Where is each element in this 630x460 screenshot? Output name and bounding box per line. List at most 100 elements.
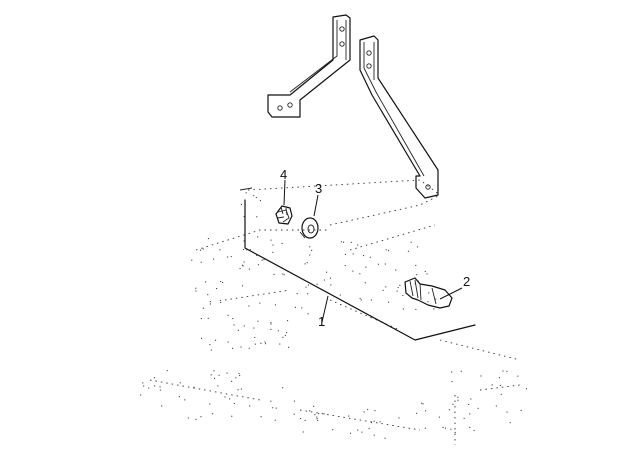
speckle-dot	[274, 419, 276, 421]
speckle-dot	[232, 318, 234, 320]
speckle-dot	[370, 299, 372, 301]
callout-3: 3	[315, 181, 322, 196]
speckle-dot	[473, 429, 475, 431]
speckle-dot	[140, 394, 142, 396]
speckle-dot	[233, 324, 235, 326]
speckle-dot	[242, 285, 244, 287]
speckle-dot	[384, 263, 386, 265]
speckle-dot	[224, 396, 226, 398]
speckle-dot	[209, 403, 211, 405]
speckle-dot	[154, 385, 156, 387]
speckle-dot	[318, 413, 320, 415]
speckle-dot	[415, 264, 417, 266]
speckle-dot	[210, 349, 212, 351]
speckle-dot	[359, 298, 361, 300]
speckle-dot	[209, 344, 211, 346]
speckle-dot	[442, 426, 444, 428]
nut	[275, 205, 293, 225]
speckle-dot	[287, 320, 289, 322]
speckle-dot	[226, 372, 228, 374]
speckle-dot	[323, 413, 325, 415]
speckle-dot	[388, 301, 390, 303]
speckle-dot	[253, 327, 255, 329]
speckle-dot	[395, 269, 397, 271]
speckle-dot	[424, 427, 426, 429]
speckle-dot	[373, 434, 375, 436]
speckle-dot	[398, 417, 400, 419]
speckle-dot	[243, 216, 245, 218]
speckle-dot	[143, 385, 145, 387]
speckle-dot	[274, 304, 276, 306]
speckle-dot	[202, 307, 204, 309]
speckle-dot	[264, 341, 266, 343]
washer	[299, 217, 319, 239]
background-speckles	[140, 192, 527, 439]
speckle-dot	[195, 287, 197, 289]
speckle-dot	[272, 407, 274, 409]
speckle-dot	[270, 400, 272, 402]
speckle-dot	[293, 413, 295, 415]
speckle-dot	[191, 259, 193, 261]
speckle-dot	[427, 301, 429, 303]
speckle-dot	[506, 411, 508, 413]
speckle-dot	[200, 318, 202, 320]
speckle-dot	[363, 411, 365, 413]
speckle-dot	[254, 336, 256, 338]
speckle-dot	[373, 420, 375, 422]
speckle-dot	[213, 258, 215, 260]
speckle-dot	[230, 256, 232, 258]
speckle-dot	[399, 284, 401, 286]
speckle-dot	[296, 293, 298, 295]
speckle-dot	[256, 216, 258, 218]
speckle-dot	[304, 419, 306, 421]
speckle-dot	[457, 399, 459, 401]
speckle-dot	[509, 422, 511, 424]
speckle-dot	[495, 405, 497, 407]
speckle-dot	[396, 290, 398, 292]
speckle-dot	[282, 387, 284, 389]
speckle-dot	[309, 410, 311, 412]
speckle-dot	[242, 249, 244, 251]
speckle-dot	[317, 419, 319, 421]
speckle-dot	[499, 384, 501, 386]
speckle-dot	[311, 249, 313, 251]
speckle-dot	[260, 416, 262, 418]
speckle-dot	[231, 415, 233, 417]
speckle-dot	[284, 334, 286, 336]
speckle-dot	[216, 288, 218, 290]
speckle-dot	[470, 398, 472, 400]
speckle-dot	[261, 259, 263, 261]
speckle-dot	[416, 412, 418, 414]
speckle-dot	[448, 409, 450, 411]
speckle-dot	[270, 239, 272, 241]
speckle-dot	[239, 375, 241, 377]
speckle-dot	[367, 409, 369, 411]
speckle-dot	[417, 246, 419, 248]
speckle-dot	[200, 416, 202, 418]
speckle-dot	[229, 398, 231, 400]
speckle-dot	[326, 271, 328, 273]
speckle-dot	[309, 254, 311, 256]
speckle-dot	[363, 255, 365, 257]
speckle-dot	[213, 370, 215, 372]
speckle-dot	[237, 389, 239, 391]
speckle-dot	[257, 320, 259, 322]
speckle-dot	[281, 242, 283, 244]
speckle-dot	[451, 371, 453, 373]
speckle-dot	[246, 249, 248, 251]
speckle-dot	[344, 253, 346, 255]
speckle-dot	[282, 336, 284, 338]
speckle-dot	[205, 281, 207, 283]
speckle-dot	[270, 323, 272, 325]
speckle-dot	[231, 380, 233, 382]
speckle-dot	[445, 427, 447, 429]
speckle-dot	[330, 284, 332, 286]
speckle-dot	[369, 256, 371, 258]
speckle-dot	[249, 405, 251, 407]
speckle-dot	[240, 204, 242, 206]
speckle-dot	[368, 428, 370, 430]
speckle-dot	[410, 241, 412, 243]
speckle-dot	[350, 432, 352, 434]
speckle-dot	[468, 403, 470, 405]
